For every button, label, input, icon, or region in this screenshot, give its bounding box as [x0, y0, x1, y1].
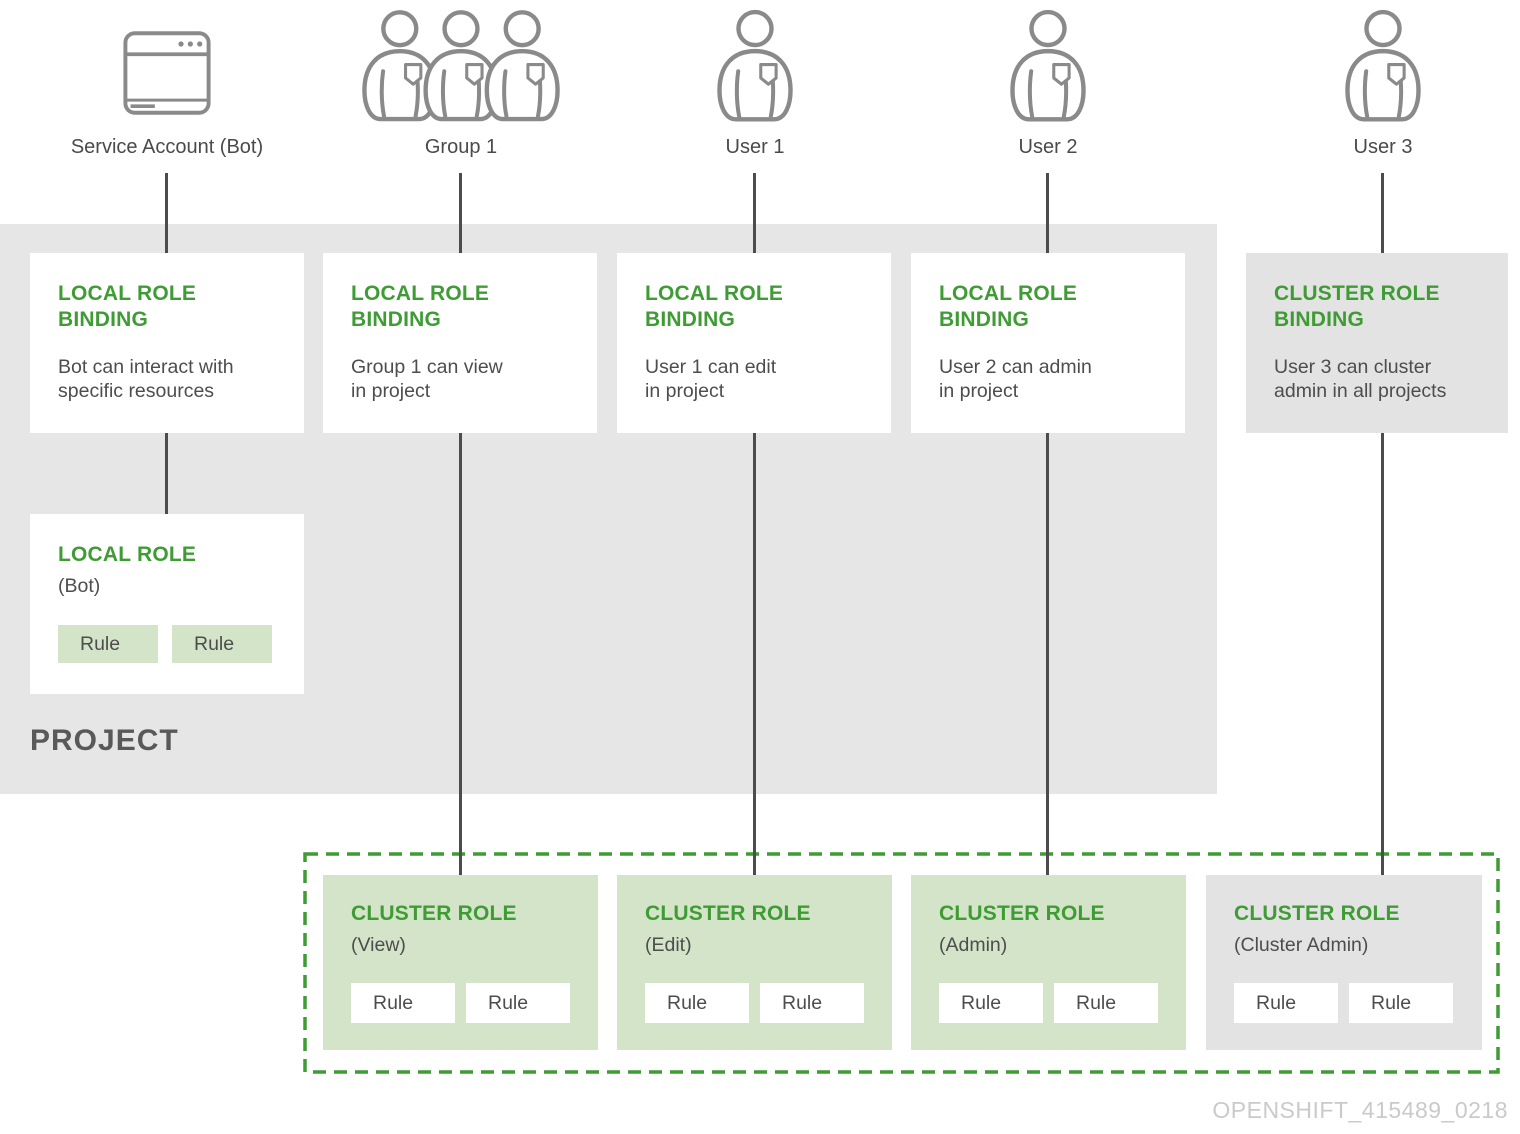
rule-chips: Rule Rule [939, 983, 1169, 1023]
card-title: LOCAL ROLE BINDING [939, 282, 1078, 331]
card-subtitle: (View) [351, 934, 406, 956]
rule-chip: Rule [939, 983, 1043, 1023]
card-title: CLUSTER ROLE [645, 902, 811, 925]
cluster-role-binding-card: CLUSTER ROLE BINDING User 3 can cluster … [1246, 253, 1508, 433]
rule-chip: Rule [466, 983, 570, 1023]
local-role-binding-card: LOCAL ROLE BINDING Group 1 can view in p… [323, 253, 597, 433]
connector-user-1 [753, 173, 756, 875]
connector-user-2 [1046, 173, 1049, 875]
group-icon [352, 6, 570, 126]
rule-chip: Rule [58, 625, 158, 663]
rule-chips: Rule Rule [351, 983, 581, 1023]
rule-chips: Rule Rule [58, 625, 286, 663]
rule-chip: Rule [1054, 983, 1158, 1023]
user-icon [1335, 6, 1431, 126]
card-title: CLUSTER ROLE [351, 902, 517, 925]
entity-label-user-1: User 1 [725, 136, 785, 158]
entity-label-service-account: Service Account (Bot) [70, 136, 264, 158]
rule-chip: Rule [1349, 983, 1453, 1023]
rule-chips: Rule Rule [645, 983, 875, 1023]
local-role-binding-card: LOCAL ROLE BINDING User 2 can admin in p… [911, 253, 1185, 433]
local-role-card: LOCAL ROLE (Bot) Rule Rule [30, 514, 304, 694]
rule-chip: Rule [351, 983, 455, 1023]
card-title: LOCAL ROLE BINDING [351, 282, 490, 331]
connector-user-3 [1381, 173, 1384, 875]
card-body: User 3 can cluster admin in all projects [1274, 356, 1447, 402]
browser-icon [122, 30, 212, 116]
card-title: CLUSTER ROLE [939, 902, 1105, 925]
connector-group-1 [459, 173, 462, 875]
cluster-role-card-view: CLUSTER ROLE (View) Rule Rule [323, 875, 598, 1050]
user-icon [1000, 6, 1096, 126]
entity-label-group-1: Group 1 [424, 136, 498, 158]
card-subtitle: (Admin) [939, 934, 1008, 956]
card-title: LOCAL ROLE [58, 543, 197, 566]
entity-label-user-2: User 2 [1018, 136, 1078, 158]
watermark: OPENSHIFT_415489_0218 [1212, 1097, 1508, 1123]
project-label: PROJECT [30, 724, 179, 757]
card-body: Bot can interact with specific resources [58, 356, 234, 402]
user-icon [707, 6, 803, 126]
card-title: LOCAL ROLE BINDING [58, 282, 197, 331]
cluster-scope-dashed-box [303, 852, 1500, 1074]
card-title: LOCAL ROLE BINDING [645, 282, 784, 331]
card-subtitle: (Edit) [645, 934, 692, 956]
card-body: User 2 can admin in project [939, 356, 1092, 402]
card-body: User 1 can edit in project [645, 356, 777, 402]
rule-chip: Rule [172, 625, 272, 663]
cluster-role-card-edit: CLUSTER ROLE (Edit) Rule Rule [617, 875, 892, 1050]
card-title: CLUSTER ROLE BINDING [1274, 282, 1440, 331]
rule-chips: Rule Rule [1234, 983, 1464, 1023]
entity-label-user-3: User 3 [1353, 136, 1413, 158]
card-subtitle: (Bot) [58, 575, 101, 597]
card-body: Group 1 can view in project [351, 356, 503, 402]
local-role-binding-card: LOCAL ROLE BINDING User 1 can edit in pr… [617, 253, 891, 433]
card-title: CLUSTER ROLE [1234, 902, 1400, 925]
card-subtitle: (Cluster Admin) [1234, 934, 1369, 956]
rule-chip: Rule [1234, 983, 1338, 1023]
local-role-binding-card: LOCAL ROLE BINDING Bot can interact with… [30, 253, 304, 433]
rule-chip: Rule [760, 983, 864, 1023]
rule-chip: Rule [645, 983, 749, 1023]
cluster-role-card-admin: CLUSTER ROLE (Admin) Rule Rule [911, 875, 1186, 1050]
cluster-role-card-cluster-admin: CLUSTER ROLE (Cluster Admin) Rule Rule [1206, 875, 1482, 1050]
